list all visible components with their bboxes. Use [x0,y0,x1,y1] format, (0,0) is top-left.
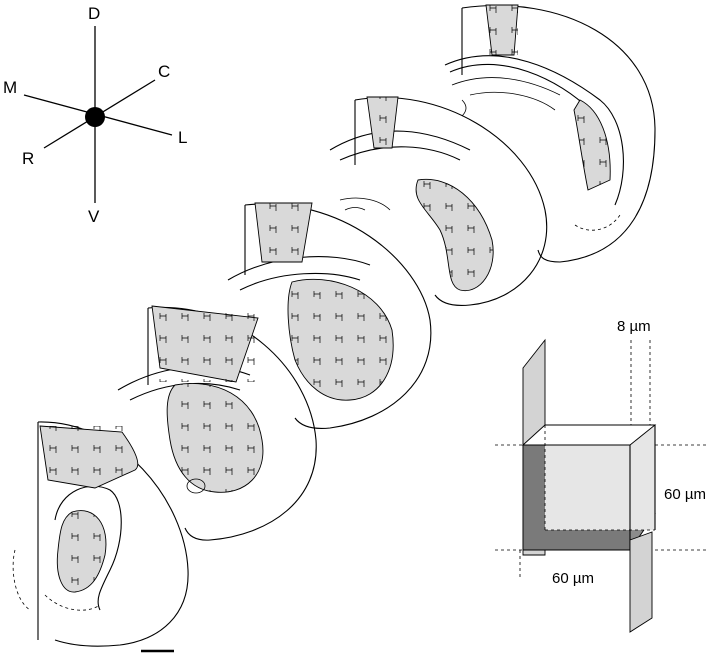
section-5-dashed-boundary [12,549,101,611]
brain-section-3 [227,202,432,429]
section-1-dorsal-markers [486,5,518,55]
compass-label-caudal: C [158,62,170,81]
section-5-inner-curve [54,485,122,611]
section-1-inner-curve [444,55,624,206]
section-2-ventricle [339,197,391,211]
counting-frame-diagram: 8 µm 60 µm 60 µm [495,318,708,633]
section-1-dashed-boundary [574,214,621,231]
brain-section-1 [444,4,656,263]
section-4-striatal-markers [167,383,263,493]
section-1-outline [461,4,656,263]
section-5-striatal-markers [57,510,106,593]
frame-depth-label: 60 µm [552,570,594,587]
section-2-striatal-markers [416,179,494,291]
frame-width-label: 60 µm [664,486,706,503]
frame-inner-face [545,425,655,530]
compass-label-medial: M [3,78,17,97]
orientation-compass: D V M L C R [3,4,187,226]
section-1-hippocampal-fold [451,77,561,117]
section-4-ventricle [186,478,206,494]
compass-label-ventral: V [88,207,100,226]
compass-label-lateral: L [178,128,187,147]
compass-center-dot [85,107,105,127]
section-2-inner-curve [329,130,471,161]
section-5-dorsal-markers [40,426,135,486]
section-2-outline [354,96,548,306]
frame-height-label: 8 µm [617,318,651,335]
brain-section-5 [12,421,189,647]
frame-front-plane [629,531,653,633]
section-1-lateral-markers [574,100,611,190]
compass-label-rostral: R [22,149,34,168]
compass-label-dorsal: D [88,4,100,23]
brain-section-4 [117,305,317,541]
section-3-outline [244,203,432,429]
brain-section-2 [329,96,548,306]
section-2-dorsal-markers [367,97,398,148]
section-4-dorsal-markers [152,306,258,382]
section-3-dorsal-markers [255,203,312,262]
section-3-striatal-markers [288,279,394,401]
